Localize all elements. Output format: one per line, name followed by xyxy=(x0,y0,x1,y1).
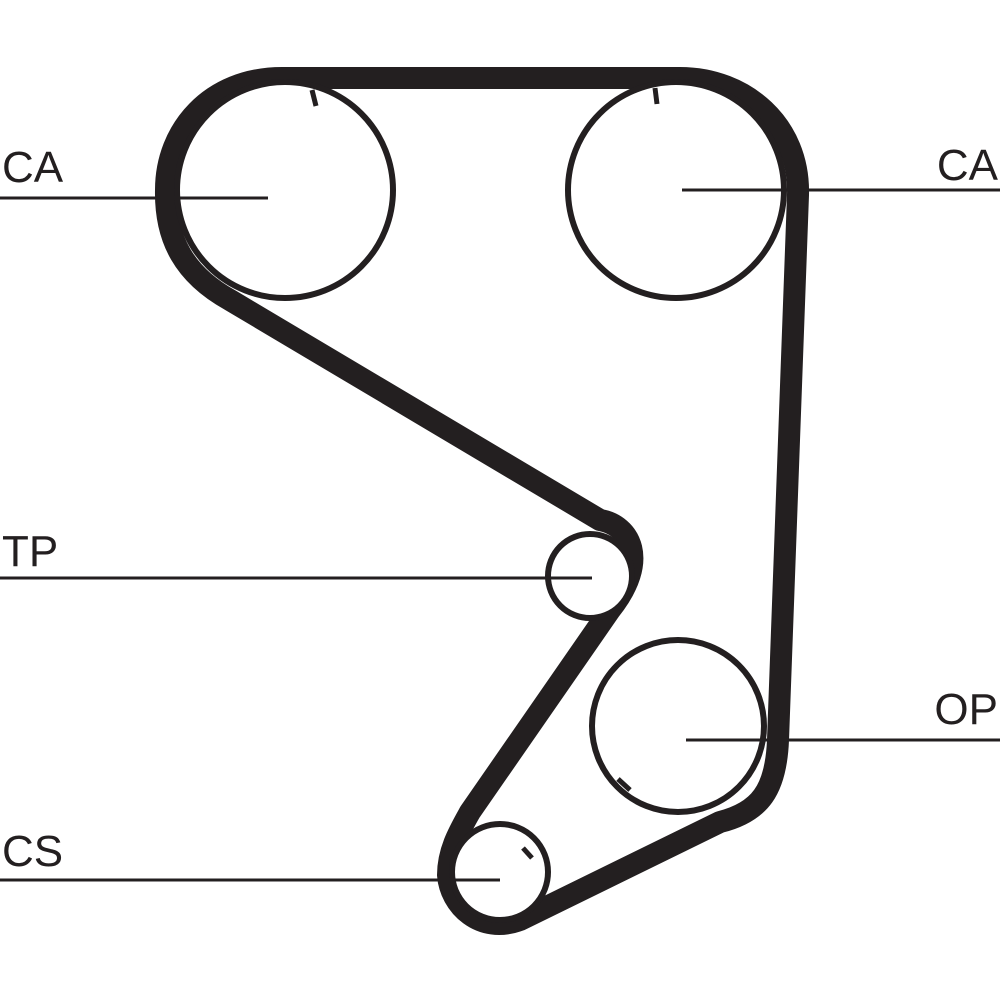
timing-belt xyxy=(154,67,810,935)
crankshaft-pulley xyxy=(449,821,551,923)
label-tensioner-pulley: TP xyxy=(2,527,58,576)
camshaft-left-timing-mark xyxy=(309,89,319,107)
camshaft-pulley-left xyxy=(174,79,396,301)
camshaft-right-timing-mark xyxy=(652,87,660,105)
crankshaft-timing-mark xyxy=(521,846,534,860)
tensioner-pulley xyxy=(545,531,635,621)
label-camshaft-right: CA xyxy=(937,141,999,190)
oil-pump-timing-mark xyxy=(616,777,632,792)
label-oil-pump: OP xyxy=(934,685,998,734)
label-camshaft-left: CA xyxy=(2,143,64,192)
label-crankshaft: CS xyxy=(2,827,63,876)
oil-pump-pulley xyxy=(589,637,767,815)
